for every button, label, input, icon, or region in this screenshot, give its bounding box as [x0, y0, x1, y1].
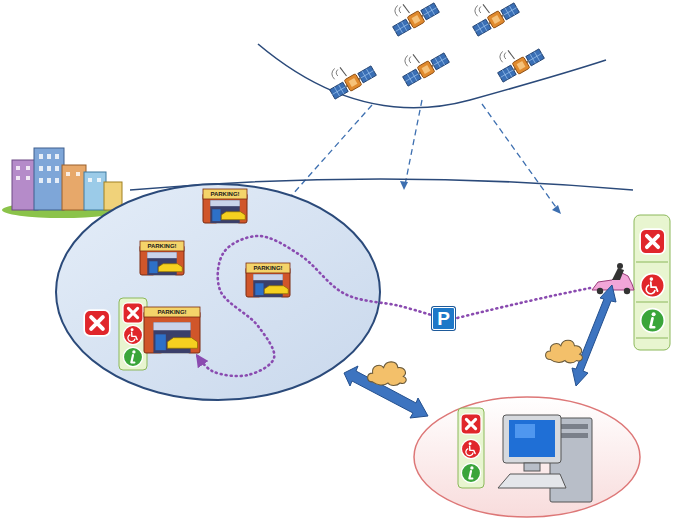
parking-garage: PARKING! [139, 240, 185, 276]
unavailable-icon [123, 303, 143, 323]
route-line [457, 288, 590, 318]
network-cloud [368, 362, 407, 386]
sign-letter: P [437, 309, 450, 328]
status-panel [634, 215, 670, 350]
orbit-arc [258, 44, 606, 108]
data-link [344, 285, 616, 418]
unavailable-icon [84, 310, 110, 336]
parking-garage: PARKING! [202, 188, 248, 224]
garage-sign-text: PARKING! [139, 240, 185, 249]
unavailable-icon [640, 229, 665, 254]
accessible-icon [461, 439, 480, 458]
computer [498, 415, 592, 502]
panel-dividers [636, 262, 668, 338]
parking-sign: P [432, 307, 455, 330]
accessible-icon [641, 274, 665, 298]
unavailable-icon [461, 414, 481, 434]
garage-sign-text: PARKING! [245, 262, 291, 271]
info-icon [641, 309, 665, 333]
status-panel [458, 408, 484, 488]
city-region [56, 184, 380, 400]
accessible-icon [123, 325, 142, 344]
network-cloud [546, 340, 583, 363]
parking-garage: PARKING! [143, 306, 201, 354]
garage-sign-text: PARKING! [202, 188, 248, 197]
info-icon [461, 463, 480, 482]
satellites [329, 2, 545, 100]
server-region [414, 397, 640, 517]
route-line [197, 236, 430, 376]
garage-sign-text: PARKING! [143, 306, 201, 315]
status-panel [119, 298, 147, 370]
parking-garage: PARKING! [245, 262, 291, 298]
city-buildings [2, 148, 122, 218]
info-icon [123, 347, 142, 366]
